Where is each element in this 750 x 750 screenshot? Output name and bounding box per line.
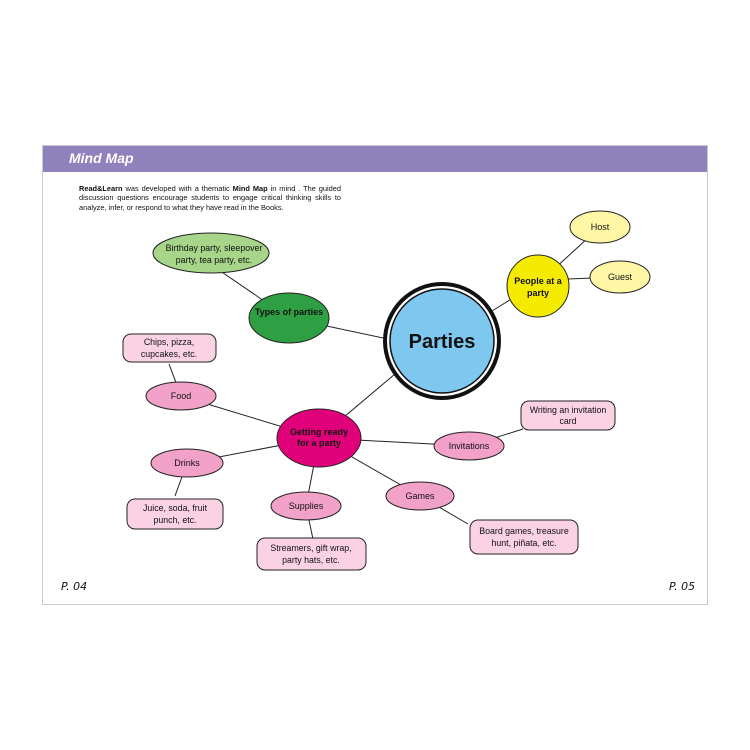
page-number-left: P. 04	[61, 580, 88, 593]
people-label-line-2: party	[527, 288, 549, 298]
types-node: Types of parties	[248, 292, 330, 344]
drinks-label: Drinks	[174, 458, 200, 468]
invitations-example-node: Writing an invitation card	[520, 400, 616, 431]
book-spread: Mind Map Read&Learn was developed with a…	[42, 145, 708, 605]
center-label: Parties	[409, 331, 476, 353]
drinks-example-line-2: punch, etc.	[153, 515, 196, 525]
section-title: Mind Map	[69, 150, 134, 166]
intro-paragraph: Read&Learn was developed with a thematic…	[79, 184, 341, 212]
food-example-line-1: Chips, pizza,	[144, 337, 194, 347]
brand-name: Read&Learn	[79, 184, 123, 193]
invitations-label: Invitations	[449, 441, 490, 451]
people-label-line-1: People at a	[514, 276, 563, 286]
intro-bold-term: Mind Map	[232, 184, 268, 193]
games-example-node: Board games, treasure hunt, piñata, etc.	[469, 519, 579, 555]
types-example-line-2: party, tea party, etc.	[176, 255, 252, 265]
people-node: People at a party	[506, 254, 570, 318]
types-example-line-1: Birthday party, sleepover	[166, 243, 263, 253]
invitations-example-line-2: card	[559, 416, 576, 426]
types-example-node: Birthday party, sleepover party, tea par…	[152, 232, 270, 274]
invitations-example-line-1: Writing an invitation	[530, 405, 607, 415]
food-example-line-2: cupcakes, etc.	[141, 349, 197, 359]
invitations-node: Invitations	[433, 431, 505, 461]
drinks-example-node: Juice, soda, fruit punch, etc.	[126, 498, 224, 530]
supplies-node: Supplies	[270, 491, 342, 521]
host-label: Host	[591, 222, 610, 232]
games-example-line-2: hunt, piñata, etc.	[491, 538, 556, 548]
games-node: Games	[385, 481, 455, 511]
food-label: Food	[171, 391, 192, 401]
guest-label: Guest	[608, 272, 633, 282]
mind-map: Parties Birthday party, sleepover party,…	[122, 210, 651, 571]
ready-label-line-1: Getting ready	[290, 427, 348, 437]
food-example-node: Chips, pizza, cupcakes, etc.	[122, 333, 217, 363]
supplies-example-line-1: Streamers, gift wrap,	[270, 543, 351, 553]
drinks-node: Drinks	[150, 448, 224, 478]
host-node: Host	[569, 210, 631, 244]
intro-text-2: in mind . The guided discussion question…	[79, 184, 341, 212]
section-header: Mind Map	[43, 146, 707, 172]
supplies-example-line-2: party hats, etc.	[282, 555, 340, 565]
supplies-label: Supplies	[289, 501, 324, 511]
types-label: Types of parties	[255, 307, 323, 317]
supplies-example-node: Streamers, gift wrap, party hats, etc.	[256, 537, 367, 571]
center-node: Parties	[383, 282, 501, 400]
games-example-line-1: Board games, treasure	[479, 526, 569, 536]
games-label: Games	[405, 491, 435, 501]
intro-text-1: was developed with a thematic	[122, 184, 233, 193]
ready-node: Getting ready for a party	[276, 408, 362, 468]
drinks-example-line-1: Juice, soda, fruit	[143, 503, 208, 513]
food-node: Food	[145, 381, 217, 411]
guest-node: Guest	[589, 260, 651, 294]
ready-label-line-2: for a party	[297, 438, 341, 448]
page-number-right: P. 05	[669, 580, 696, 593]
